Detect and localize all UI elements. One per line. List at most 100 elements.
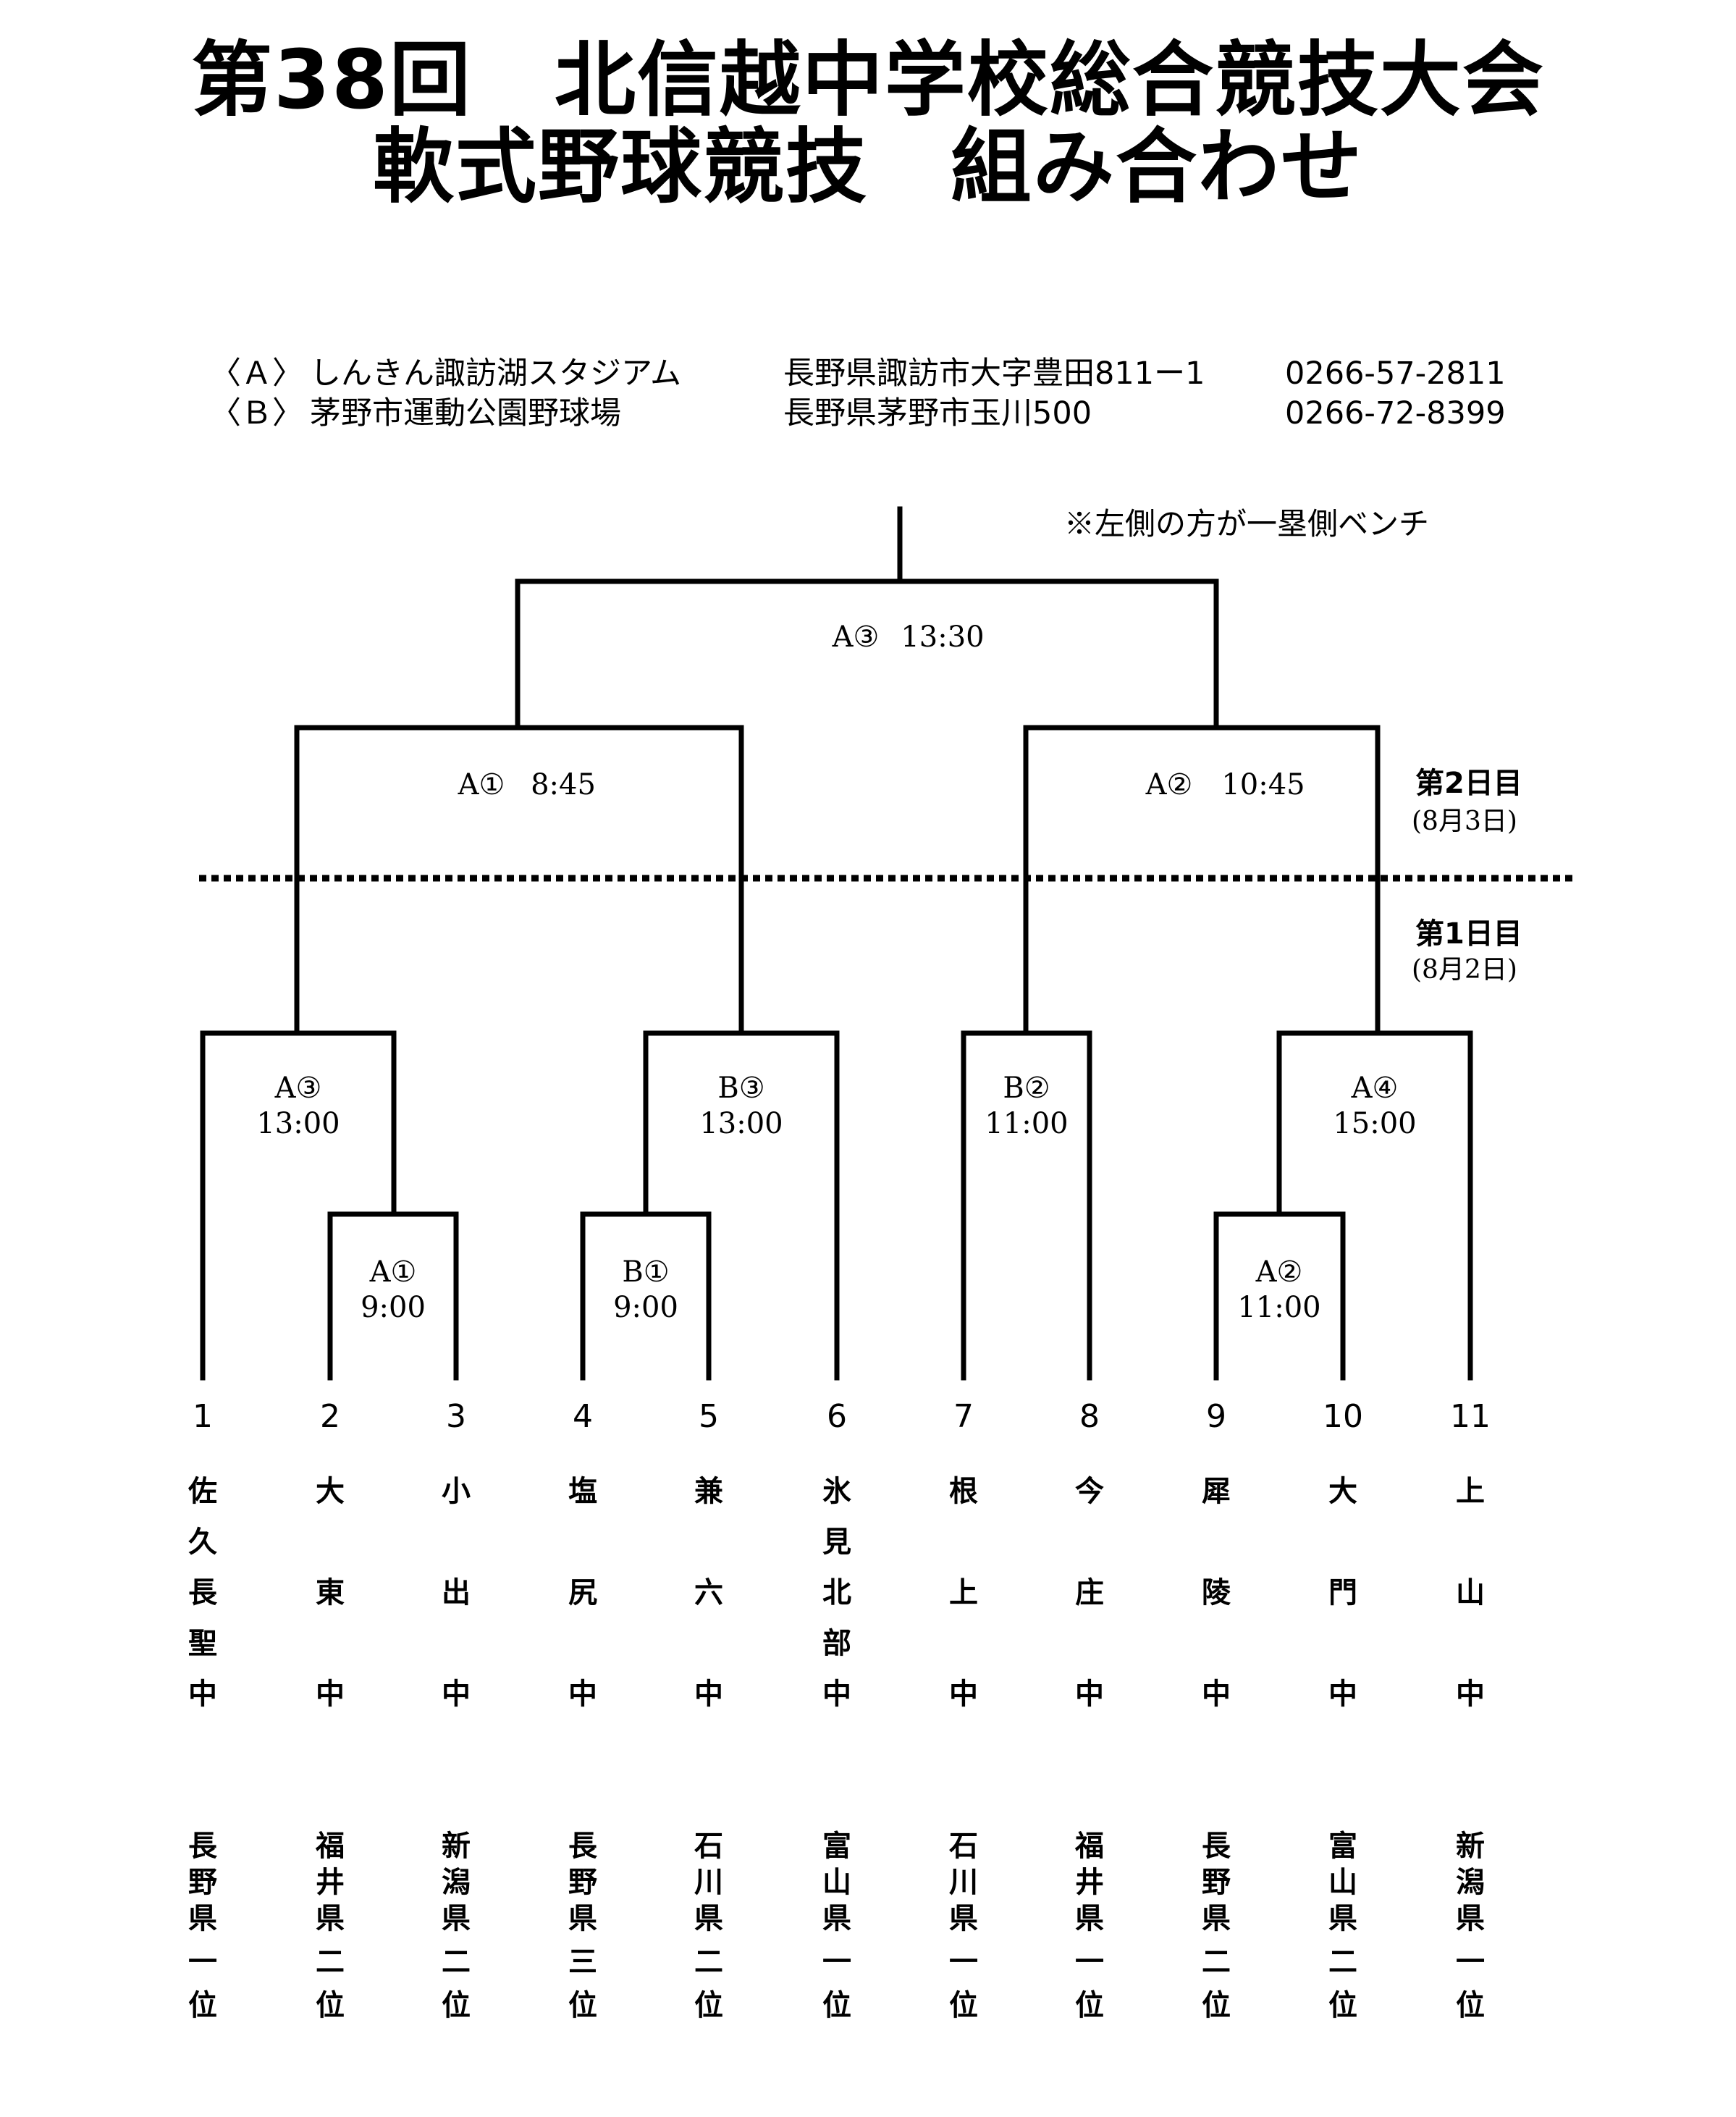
team-placement-char: 位: [188, 1989, 217, 2022]
game-r1-b3-code: B③: [717, 1072, 765, 1105]
team-placement-char: 潟: [1456, 1866, 1485, 1899]
r1-a3-bracket: [200, 1030, 397, 1381]
team-name-char: 部: [822, 1627, 851, 1660]
team-name-char: 中: [1075, 1678, 1104, 1711]
team-placement-char: 県: [949, 1902, 978, 1935]
game-r1-b2-code: B②: [1003, 1072, 1050, 1105]
team-name-char: 犀: [1202, 1475, 1231, 1508]
team-number: 6: [827, 1398, 847, 1435]
team-placement-char: 山: [822, 1866, 851, 1899]
team-name-char: 尻: [568, 1576, 597, 1609]
team-name-char: 中: [1456, 1678, 1485, 1711]
team-placement-char: 福: [316, 1830, 345, 1863]
team-name-char: 中: [442, 1678, 471, 1711]
pre-b1-bracket: [580, 1211, 712, 1381]
team-placement-char: 位: [694, 1989, 723, 2022]
team-name-char: 門: [1328, 1576, 1357, 1609]
game-semi-right-time: 10:45: [1221, 768, 1305, 801]
team-name-char: 上: [949, 1576, 978, 1609]
team-placement-char: 位: [949, 1989, 978, 2022]
team-name-char: 久: [188, 1525, 217, 1559]
game-r1-a4-code: A④: [1351, 1072, 1399, 1105]
venue-b-name: 茅野市運動公園野球場: [310, 395, 621, 432]
team-name-char: 中: [1202, 1678, 1231, 1711]
team-placement-char: 二: [316, 1945, 345, 1979]
team-name-char: 聖: [188, 1627, 217, 1660]
game-pre-b1-code: B①: [622, 1255, 670, 1289]
team-placement-char: 県: [1075, 1902, 1104, 1935]
team-name-char: 上: [1456, 1475, 1485, 1508]
team-placement-char: 新: [442, 1830, 471, 1863]
team-placement-char: 山: [1328, 1866, 1357, 1899]
team-name-char: 中: [822, 1678, 851, 1711]
team-number: 8: [1079, 1398, 1100, 1435]
venue-a-phone: 0266-57-2811: [1285, 355, 1506, 392]
team-placement-char: 県: [1328, 1902, 1357, 1935]
game-semi-left-code: A①: [458, 768, 505, 801]
game-r1-b3-time: 13:00: [699, 1107, 783, 1140]
venue-b-code: 〈Ｂ〉: [210, 395, 303, 432]
team-placement-char: 県: [822, 1902, 851, 1935]
r1-a4-bracket: [1276, 1030, 1473, 1381]
team-name-char: 見: [822, 1525, 851, 1559]
team-name-char: 小: [442, 1475, 471, 1508]
team-placement-char: 県: [442, 1902, 471, 1935]
team-placement-char: 位: [1456, 1989, 1485, 2022]
team-placement-char: 位: [1075, 1989, 1104, 2022]
day-1-date: (8月2日): [1412, 955, 1517, 985]
venue-b-phone: 0266-72-8399: [1285, 395, 1506, 432]
team-name-char: 陵: [1202, 1576, 1231, 1609]
team-number: 9: [1206, 1398, 1226, 1435]
team-placement-char: 二: [1202, 1945, 1231, 1979]
game-r1-a4-time: 15:00: [1333, 1107, 1417, 1140]
team-placement-char: 川: [694, 1866, 723, 1899]
team-name-char: 根: [949, 1475, 978, 1508]
team-number: 10: [1323, 1398, 1363, 1435]
team-placement-char: 福: [1075, 1830, 1104, 1863]
team-placement-char: 県: [188, 1902, 217, 1935]
team-placement-char: 県: [1456, 1902, 1485, 1935]
team-placement-char: 一: [188, 1945, 217, 1979]
game-final-time: 13:30: [901, 620, 985, 654]
team-number: 11: [1450, 1398, 1491, 1435]
team-name-char: 兼: [694, 1475, 723, 1508]
day-2-date: (8月3日): [1412, 807, 1517, 836]
team-name-char: 今: [1075, 1475, 1104, 1508]
game-r1-a3-code: A③: [274, 1072, 322, 1105]
team-placement-char: 長: [188, 1830, 217, 1863]
team-placement-char: 野: [188, 1866, 217, 1899]
team-name-char: 六: [694, 1576, 723, 1609]
team-placement-char: 位: [568, 1989, 597, 2022]
team-name-char: 氷: [822, 1475, 851, 1508]
team-placement-char: 二: [442, 1945, 471, 1979]
team-number: 5: [699, 1398, 719, 1435]
team-placement-char: 潟: [442, 1866, 471, 1899]
team-name-char: 佐: [188, 1475, 217, 1508]
game-pre-a1-time: 9:00: [361, 1291, 426, 1324]
team-name-char: 中: [949, 1678, 978, 1711]
team-placement-char: 位: [442, 1989, 471, 2022]
team-number: 1: [193, 1398, 213, 1435]
team-placement-char: 県: [568, 1902, 597, 1935]
venue-a-address: 長野県諏訪市大字豊田811ー1: [783, 355, 1205, 392]
pre-a2-bracket: [1213, 1211, 1346, 1381]
team-placement-char: 一: [949, 1945, 978, 1979]
team-name-char: 北: [822, 1576, 851, 1609]
team-placement-char: 位: [1202, 1989, 1231, 2022]
bench-note: ※左側の方が一塁側ベンチ: [1064, 506, 1430, 542]
team-placement-char: 一: [1075, 1945, 1104, 1979]
team-name-char: 中: [694, 1678, 723, 1711]
team-name-char: 長: [188, 1576, 217, 1609]
team-placement-char: 長: [1202, 1830, 1231, 1863]
day-2-label: 第2日目: [1415, 767, 1522, 800]
game-pre-b1-time: 9:00: [613, 1291, 678, 1324]
team-placement-char: 位: [1328, 1989, 1357, 2022]
team-name-char: 東: [316, 1576, 345, 1609]
team-placement-char: 富: [822, 1830, 851, 1863]
team-placement-char: 井: [1075, 1866, 1104, 1899]
team-name-char: 中: [188, 1678, 217, 1711]
team-placement-char: 長: [568, 1830, 597, 1863]
venue-a-code: 〈Ａ〉: [210, 355, 303, 392]
team-number: 4: [573, 1398, 593, 1435]
